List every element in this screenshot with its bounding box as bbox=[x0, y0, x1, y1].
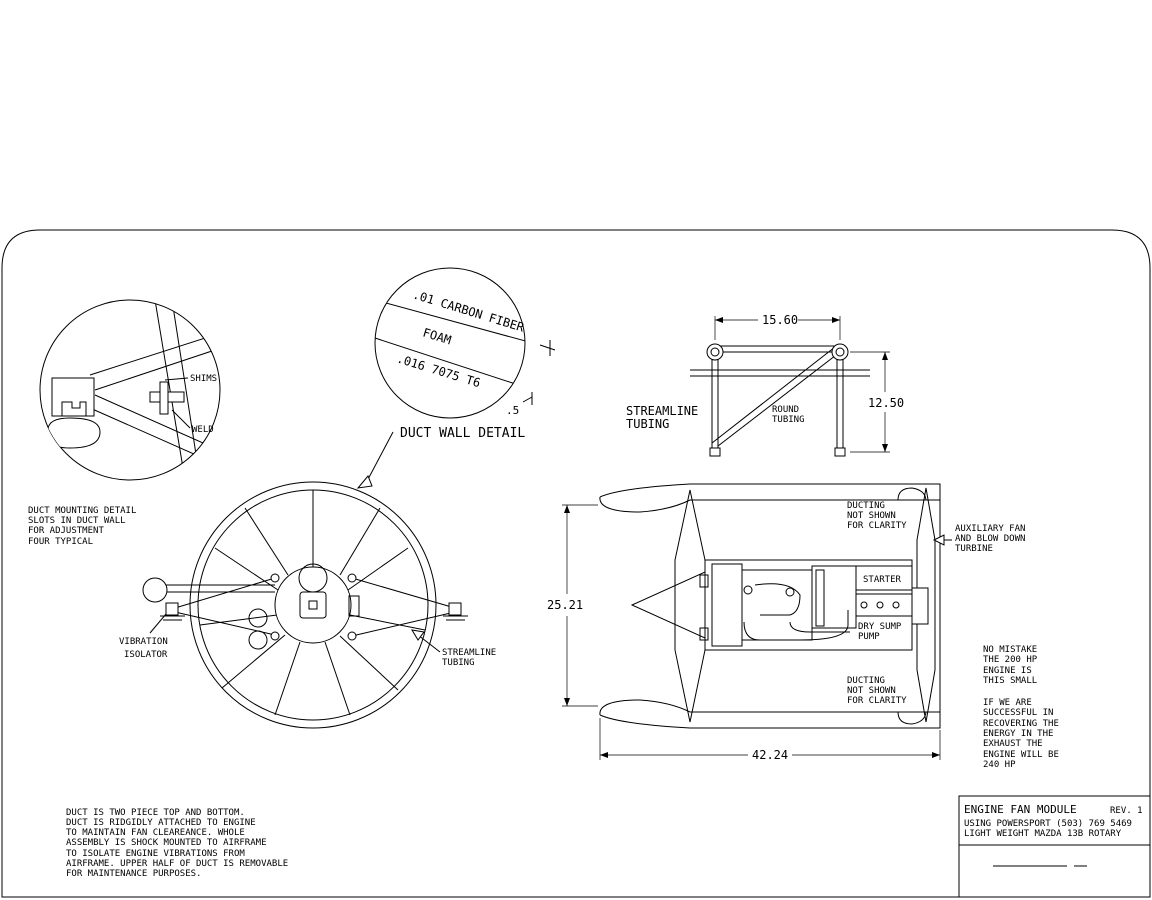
ducting-bottom-2: NOT SHOWN bbox=[847, 686, 896, 696]
frame-height-dim: 12.50 bbox=[868, 396, 904, 410]
wall-thickness-label: .5 bbox=[506, 404, 519, 417]
aluminum-skin-label: .016 7075 T6 bbox=[395, 351, 482, 390]
bottom-note-3: TO MAINTAIN FAN CLEAREANCE. WHOLE bbox=[66, 828, 245, 838]
frame-width-dim: 15.60 bbox=[762, 313, 798, 327]
mount-frame: 15.60 12.50 STREAMLINE TUBING ROUND TUBI… bbox=[626, 313, 904, 457]
energy-note-2: SUCCESSFUL IN bbox=[983, 708, 1053, 718]
energy-note-3: RECOVERING THE bbox=[983, 719, 1059, 729]
energy-note-4: ENERGY IN THE bbox=[983, 729, 1053, 739]
mount-caption-4: FOUR TYPICAL bbox=[28, 537, 93, 547]
bottom-note-7: FOR MAINTENANCE PURPOSES. bbox=[66, 869, 201, 879]
ducting-top-3: FOR CLARITY bbox=[847, 521, 907, 531]
dry-sump-label-2: PUMP bbox=[858, 632, 880, 642]
round-tubing-label-2: TUBING bbox=[772, 415, 805, 425]
sheet-border bbox=[1, 229, 1151, 898]
energy-note-7: 240 HP bbox=[983, 760, 1016, 770]
front-streamline-label-1: STREAMLINE bbox=[442, 648, 496, 658]
foam-label: FOAM bbox=[421, 325, 453, 347]
ducting-bottom-3: FOR CLARITY bbox=[847, 696, 907, 706]
bottom-note-2: DUCT IS RIDGIDLY ATTACHED TO ENGINE bbox=[66, 818, 256, 828]
vibration-label-2: ISOLATOR bbox=[124, 650, 168, 660]
mount-caption-3: FOR ADJUSTMENT bbox=[28, 526, 104, 536]
right-notes: NO MISTAKE THE 200 HP ENGINE IS THIS SMA… bbox=[983, 645, 1059, 770]
vibration-label-1: VIBRATION bbox=[119, 637, 168, 647]
front-view: VIBRATION ISOLATOR STREAMLINE TUBING bbox=[119, 481, 496, 729]
duct-mounting-detail: SHIMS WELD DUCT MOUNTING DETAIL SLOTS IN… bbox=[28, 299, 221, 547]
front-streamline-label-2: TUBING bbox=[442, 658, 475, 668]
ducting-top-2: NOT SHOWN bbox=[847, 511, 896, 521]
title-block-rev: REV. 1 bbox=[1110, 806, 1143, 816]
bottom-note-6: AIRFRAME. UPPER HALF OF DUCT IS REMOVABL… bbox=[66, 859, 288, 869]
mistake-note-2: THE 200 HP bbox=[983, 655, 1038, 665]
starter-label: STARTER bbox=[863, 575, 902, 585]
shims-label: SHIMS bbox=[190, 374, 217, 384]
energy-note-6: ENGINE WILL BE bbox=[983, 750, 1059, 760]
aux-fan-label-2: AND BLOW DOWN bbox=[955, 534, 1025, 544]
title-block-title: ENGINE FAN MODULE bbox=[964, 803, 1077, 816]
bottom-note-1: DUCT IS TWO PIECE TOP AND BOTTOM. bbox=[66, 808, 245, 818]
mount-caption-1: DUCT MOUNTING DETAIL bbox=[28, 506, 136, 516]
aux-fan-label-3: TURBINE bbox=[955, 544, 993, 554]
side-view: STARTER DRY SUMP PUMP DUCTING NOT SHOWN … bbox=[547, 483, 1025, 762]
bottom-note-5: TO ISOLATE ENGINE VIBRATIONS FROM bbox=[66, 849, 245, 859]
bottom-note-4: ASSEMBLY IS SHOCK MOUNTED TO AIRFRAME bbox=[66, 838, 266, 848]
energy-note-5: EXHAUST THE bbox=[983, 739, 1043, 749]
frame-streamline-label-1: STREAMLINE bbox=[626, 404, 698, 418]
ducting-top-1: DUCTING bbox=[847, 501, 885, 511]
mistake-note-1: NO MISTAKE bbox=[983, 645, 1037, 655]
mount-caption-2: SLOTS IN DUCT WALL bbox=[28, 516, 126, 526]
title-block: ENGINE FAN MODULE REV. 1 USING POWERSPOR… bbox=[958, 795, 1151, 898]
side-length-dim: 42.24 bbox=[752, 748, 788, 762]
ducting-bottom-1: DUCTING bbox=[847, 676, 885, 686]
dry-sump-label-1: DRY SUMP bbox=[858, 622, 902, 632]
title-block-line3: LIGHT WEIGHT MAZDA 13B ROTARY bbox=[964, 829, 1122, 839]
duct-wall-detail-title: DUCT WALL DETAIL bbox=[400, 426, 525, 441]
title-block-line2: USING POWERSPORT (503) 769 5469 bbox=[964, 819, 1132, 829]
mistake-note-3: ENGINE IS bbox=[983, 666, 1032, 676]
frame-streamline-label-2: TUBING bbox=[626, 417, 669, 431]
aux-fan-label-1: AUXILIARY FAN bbox=[955, 524, 1025, 534]
side-height-dim: 25.21 bbox=[547, 598, 583, 612]
round-tubing-label-1: ROUND bbox=[772, 405, 799, 415]
duct-wall-detail: .01 CARBON FIBER FOAM .016 7075 T6 .5 DU… bbox=[356, 267, 556, 489]
bottom-notes: DUCT IS TWO PIECE TOP AND BOTTOM. DUCT I… bbox=[66, 808, 288, 879]
mistake-note-4: THIS SMALL bbox=[983, 676, 1037, 686]
energy-note-1: IF WE ARE bbox=[983, 698, 1032, 708]
weld-label: WELD bbox=[192, 425, 214, 435]
